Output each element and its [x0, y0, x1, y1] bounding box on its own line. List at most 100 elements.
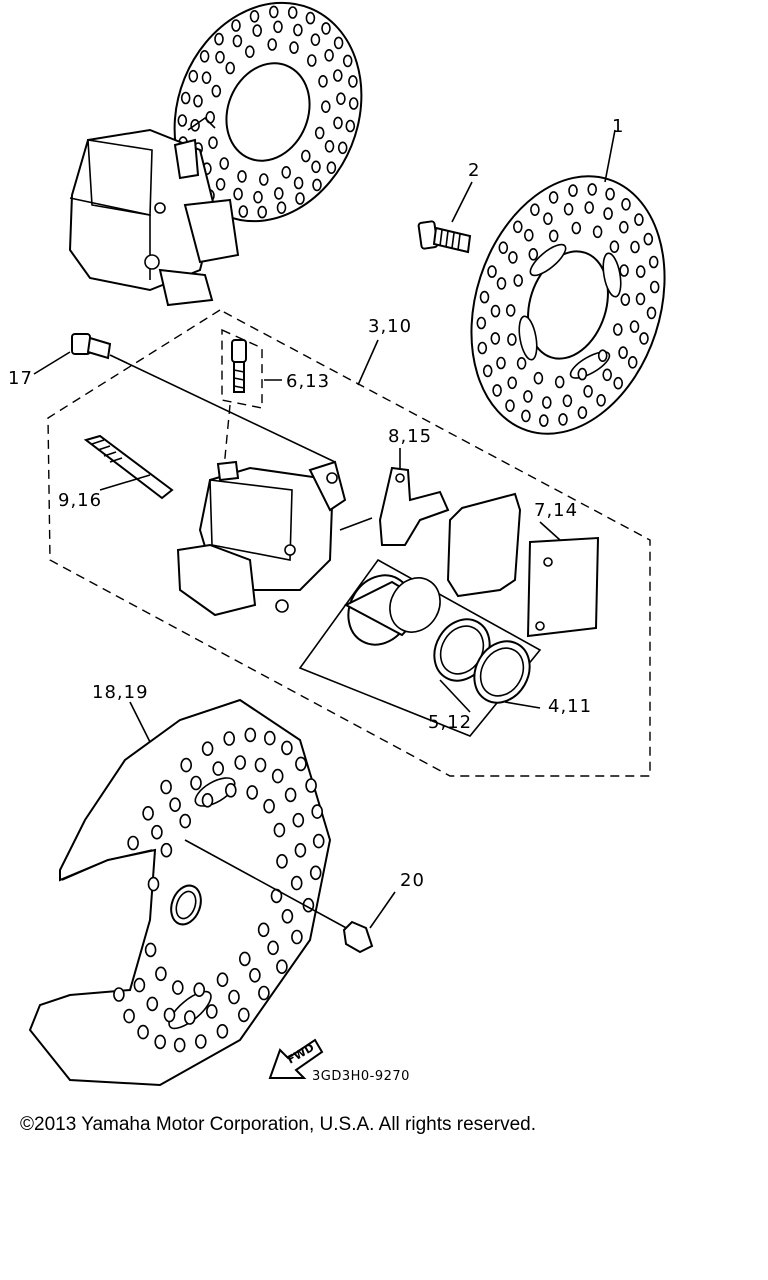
vent-hole: [287, 6, 298, 19]
vent-hole: [563, 202, 574, 216]
vent-hole: [490, 304, 501, 318]
vent-hole: [508, 251, 518, 264]
vent-hole: [212, 761, 224, 776]
vent-hole: [257, 205, 268, 219]
assembled-caliper: [68, 116, 240, 307]
vent-hole: [123, 1008, 135, 1024]
diagram-code: 3GD3H0-9270: [312, 1069, 410, 1084]
vent-hole: [237, 170, 247, 183]
vent-hole: [113, 987, 125, 1002]
vent-hole: [630, 240, 640, 254]
vent-hole: [228, 989, 240, 1005]
vent-hole: [193, 982, 205, 998]
vent-hole: [521, 409, 531, 423]
vent-hole: [310, 33, 321, 47]
vent-hole: [513, 274, 524, 287]
label-part-8-15: 8,15: [388, 426, 432, 447]
vent-hole: [276, 853, 288, 869]
vent-hole: [169, 797, 181, 813]
vent-hole: [646, 306, 657, 320]
vent-hole: [254, 757, 267, 773]
vent-hole: [314, 126, 325, 140]
vent-hole: [292, 812, 305, 828]
vent-hole: [225, 61, 235, 75]
vent-hole: [258, 985, 270, 1001]
vent-hole: [505, 399, 515, 413]
vent-hole: [649, 280, 660, 294]
vent-hole: [290, 875, 303, 891]
vent-hole: [603, 207, 613, 220]
vent-hole: [144, 942, 157, 958]
vent-hole: [160, 779, 172, 795]
vent-hole: [312, 833, 325, 849]
vent-hole: [487, 265, 497, 278]
vent-hole: [512, 220, 523, 234]
vent-hole: [554, 375, 565, 389]
vent-hole: [294, 842, 307, 858]
vent-hole: [505, 304, 516, 317]
vent-hole: [271, 768, 284, 784]
vent-hole: [324, 140, 335, 153]
vent-hole: [311, 804, 324, 819]
vent-hole: [155, 966, 167, 982]
vent-hole: [507, 333, 517, 346]
label-part-2: 2: [468, 160, 480, 181]
vent-hole: [619, 264, 629, 277]
vent-hole: [206, 1004, 218, 1019]
vent-hole: [324, 48, 334, 62]
piston-kit-part-4: [298, 558, 542, 737]
vent-hole: [587, 183, 598, 196]
vent-hole: [479, 290, 490, 304]
vent-hole: [528, 248, 539, 261]
vent-hole: [201, 71, 212, 84]
vent-hole: [635, 265, 646, 278]
vent-hole: [326, 161, 337, 174]
vent-hole: [342, 54, 353, 68]
vent-hole: [268, 5, 279, 19]
vent-hole: [233, 187, 243, 201]
vent-hole: [231, 19, 241, 32]
bolt-part-2: [417, 181, 473, 254]
vent-hole: [620, 293, 631, 306]
vent-hole: [558, 413, 568, 426]
vent-hole: [238, 205, 249, 218]
vent-hole: [216, 972, 229, 988]
vent-hole: [244, 727, 257, 743]
vent-hole: [179, 813, 191, 829]
vent-hole: [246, 785, 258, 800]
vent-hole: [273, 187, 284, 200]
vent-hole: [142, 805, 154, 821]
vent-hole: [596, 393, 606, 407]
vent-hole: [267, 940, 279, 956]
vent-hole: [629, 320, 640, 333]
vent-hole: [348, 97, 359, 110]
vent-hole: [281, 908, 294, 924]
vent-hole: [612, 323, 623, 336]
vent-hole: [127, 835, 139, 851]
label-part-5-12: 5,12: [428, 712, 472, 733]
vent-hole: [321, 22, 331, 35]
vent-hole: [208, 136, 218, 149]
brake-pads-part-7: [446, 492, 600, 638]
vent-hole: [184, 1010, 196, 1025]
forward-arrow-icon: FWD: [268, 1038, 324, 1079]
vent-hole: [252, 24, 263, 37]
vent-hole: [273, 20, 283, 34]
vent-hole: [548, 229, 559, 243]
vent-hole: [562, 394, 573, 408]
vent-hole: [245, 45, 255, 59]
vent-hole: [516, 356, 527, 370]
vent-hole: [215, 178, 226, 191]
vent-hole: [548, 191, 559, 204]
bleeder-part-6: [221, 328, 282, 469]
label-part-3-10: 3,10: [368, 316, 412, 337]
vent-hole: [320, 100, 331, 113]
vent-hole: [163, 1007, 176, 1023]
vent-hole: [180, 757, 192, 773]
vent-hole: [496, 356, 506, 370]
vent-hole: [154, 1034, 166, 1050]
vent-hole: [239, 951, 251, 967]
vent-hole: [337, 141, 348, 155]
vent-hole: [238, 1007, 250, 1023]
bolt-part-20: [342, 891, 396, 954]
